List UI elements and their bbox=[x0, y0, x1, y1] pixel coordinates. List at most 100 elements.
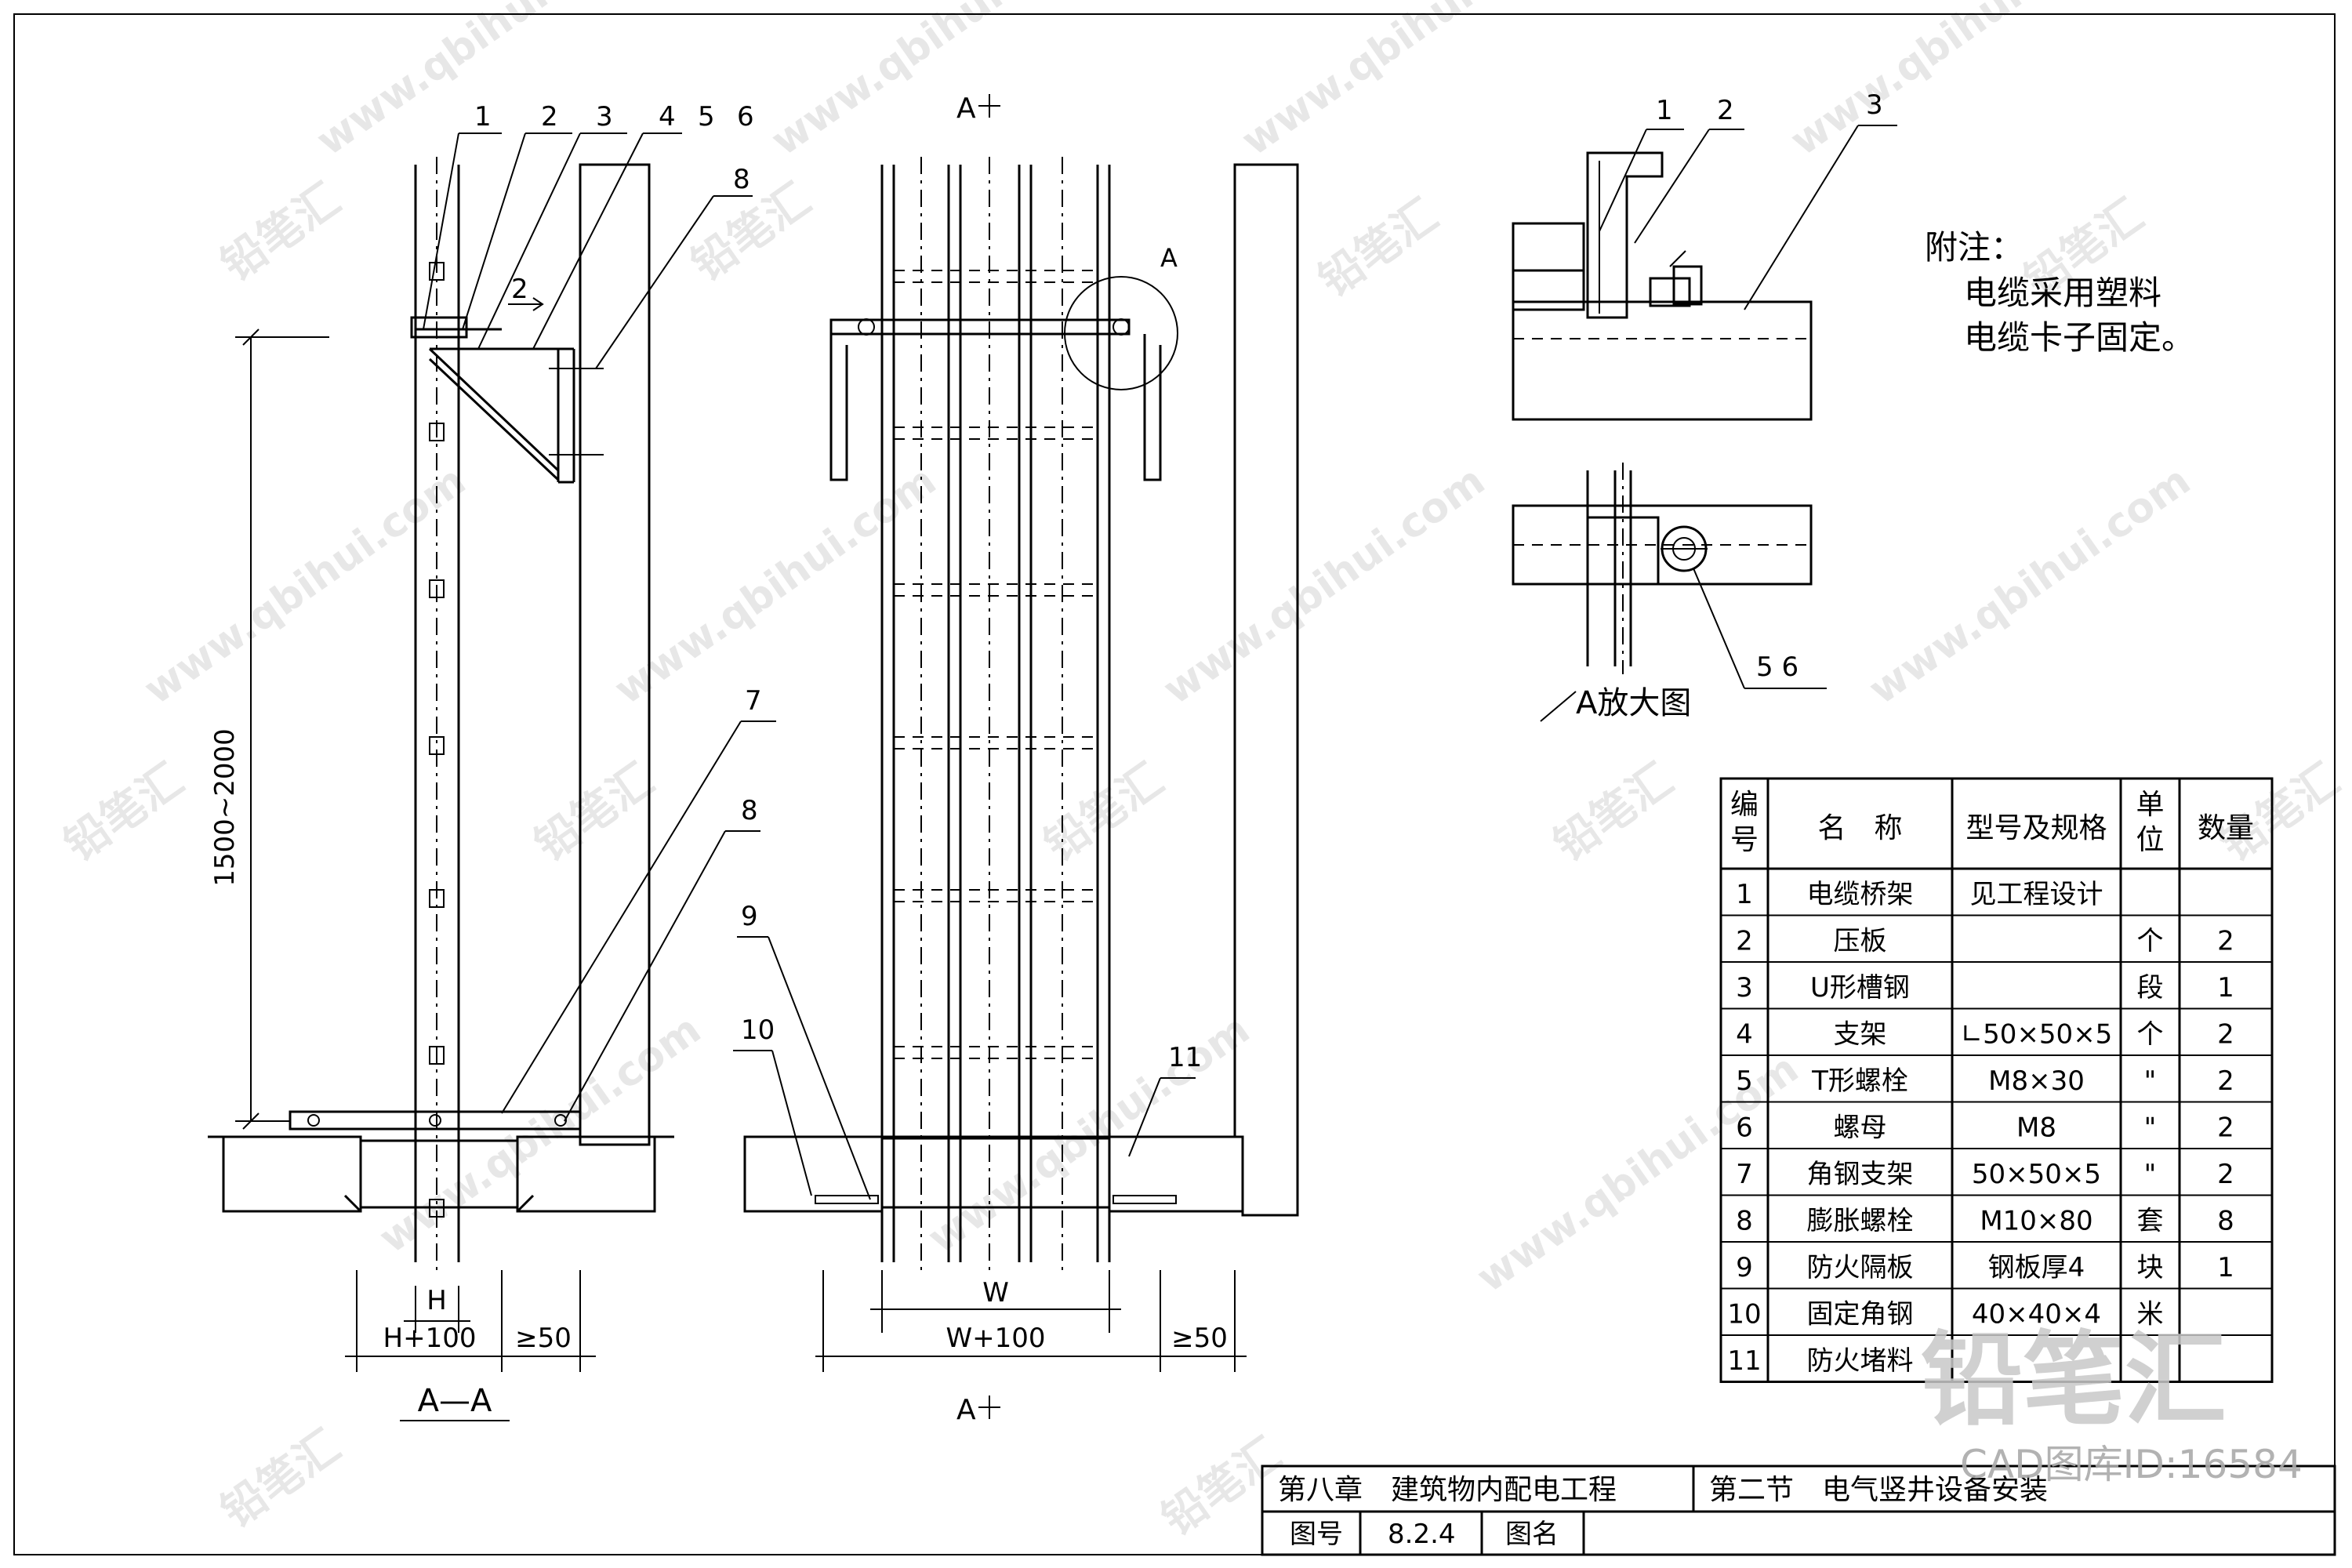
table-cell: 米 bbox=[2137, 1299, 2164, 1330]
table-cell: 3 bbox=[1736, 972, 1753, 1004]
title-block: 第八章 建筑物内配电工程 第二节 电气竖井设备安装 图号 8.2.4 图名 bbox=[1261, 1465, 2336, 1556]
title-drawing-name-label: 图名 bbox=[1505, 1519, 1559, 1550]
table-cell: 6 bbox=[1736, 1112, 1753, 1144]
dim-height: 1500~2000 bbox=[209, 728, 241, 887]
table-cell: 11 bbox=[1727, 1345, 1761, 1377]
detail-callout-2: 2 bbox=[1717, 95, 1734, 126]
svg-text:www.qbihui.com: www.qbihui.com bbox=[136, 457, 474, 713]
callout-11: 11 bbox=[1168, 1042, 1202, 1073]
table-cell: 套 bbox=[2137, 1206, 2164, 1237]
table-cell: 防火堵料 bbox=[1807, 1345, 1914, 1377]
table-cell: 固定角钢 bbox=[1807, 1299, 1914, 1330]
table-cell: 9 bbox=[1736, 1252, 1753, 1283]
section-aa-callouts: 1 2 3 4 5 6 8 7 8 10 2 bbox=[423, 101, 812, 1196]
table-cell: 块 bbox=[2137, 1252, 2164, 1283]
callout-1: 1 bbox=[474, 101, 492, 132]
table-cell: 电缆桥架 bbox=[1807, 879, 1914, 910]
tray-clips bbox=[429, 262, 445, 1218]
callout-5: 5 bbox=[698, 101, 715, 132]
callout-8: 8 bbox=[741, 795, 758, 826]
table-cell: " bbox=[2144, 1065, 2157, 1097]
table-cell: 角钢支架 bbox=[1807, 1159, 1914, 1190]
callout-9: 9 bbox=[741, 901, 758, 932]
table-header: 号 bbox=[1730, 824, 1759, 856]
table-header: 单 bbox=[2136, 789, 2164, 821]
table-cell: M10×80 bbox=[1980, 1206, 2092, 1237]
table-cell: 2 bbox=[2217, 1159, 2234, 1190]
watermark-logo: 铅笔汇 bbox=[1921, 1320, 2227, 1439]
table-cell: 1 bbox=[2217, 1252, 2234, 1283]
table-header-full: 编号 bbox=[1744, 777, 1746, 779]
top-brackets: A bbox=[829, 243, 1178, 481]
dim-h100: H+100 bbox=[383, 1323, 477, 1354]
table-cell: U形槽钢 bbox=[1810, 972, 1910, 1004]
table-cell: M8×30 bbox=[1988, 1065, 2085, 1097]
table-cell: 支架 bbox=[1834, 1019, 1887, 1051]
fire-plug-left bbox=[359, 1139, 519, 1209]
svg-text:铅笔汇: 铅笔汇 bbox=[1153, 1428, 1290, 1546]
elevation-view: A A bbox=[737, 93, 1299, 1426]
table-header: 位 bbox=[2136, 824, 2164, 856]
table-header: 编 bbox=[1730, 789, 1759, 821]
callout-2: 2 bbox=[541, 101, 558, 132]
table-header: 数量 bbox=[2198, 812, 2254, 844]
callout-10: 10 bbox=[741, 1014, 775, 1046]
callout-6: 6 bbox=[737, 101, 754, 132]
dim-w: W bbox=[982, 1277, 1009, 1308]
table-cell: 个 bbox=[2137, 926, 2164, 957]
svg-text:www.qbihui.com: www.qbihui.com bbox=[1468, 1045, 1807, 1301]
detail-title: A放大图 bbox=[1576, 685, 1691, 721]
section-mark-top: A bbox=[956, 93, 976, 125]
svg-text:www.qbihui.com: www.qbihui.com bbox=[308, 0, 647, 165]
title-drawing-no-label: 图号 bbox=[1290, 1519, 1343, 1550]
detail-circle bbox=[1064, 276, 1178, 390]
table-cell: 2 bbox=[2217, 1019, 2234, 1051]
dim-w100: W+100 bbox=[946, 1323, 1045, 1354]
table-cell: 10 bbox=[1727, 1299, 1761, 1330]
svg-text:www.qbihui.com: www.qbihui.com bbox=[1233, 0, 1572, 165]
table-cell: 5 bbox=[1736, 1065, 1753, 1097]
svg-text:www.qbihui.com: www.qbihui.com bbox=[1782, 0, 2121, 165]
detail-callout-3: 3 bbox=[1866, 89, 1883, 121]
table-cell: 2 bbox=[2217, 1065, 2234, 1097]
note-line-1: 电缆采用塑料 bbox=[1964, 274, 2161, 312]
svg-text:www.qbihui.com: www.qbihui.com bbox=[1860, 457, 2199, 713]
callout-7: 7 bbox=[745, 685, 762, 717]
table-cell: 1 bbox=[1736, 879, 1753, 910]
svg-text:铅笔汇: 铅笔汇 bbox=[212, 174, 350, 292]
floor-slab-mid-left bbox=[743, 1135, 884, 1213]
note-heading: 附注： bbox=[1925, 228, 2024, 267]
table-header-full: 单位 bbox=[2151, 777, 2152, 779]
table-cell: 见工程设计 bbox=[1970, 879, 2103, 910]
table-cell: M8 bbox=[2016, 1112, 2056, 1144]
title-chapter: 第八章 建筑物内配电工程 bbox=[1278, 1474, 1617, 1506]
tray-rungs bbox=[894, 270, 1098, 1059]
dim-gap-mid: ≥50 bbox=[1171, 1323, 1228, 1354]
table-cell: T形螺栓 bbox=[1811, 1065, 1908, 1097]
title-drawing-no: 8.2.4 bbox=[1388, 1519, 1456, 1550]
detail-a-view: 1 2 3 5 6 A放大图 bbox=[1512, 89, 1897, 722]
table-cell: 8 bbox=[1736, 1206, 1753, 1237]
svg-text:www.qbihui.com: www.qbihui.com bbox=[763, 0, 1102, 165]
table-cell: 钢板厚4 bbox=[1988, 1252, 2085, 1283]
watermark-id: CAD图库ID:16584 bbox=[1960, 1442, 2303, 1487]
table-cell: 1 bbox=[2217, 972, 2234, 1004]
note-line-2: 电缆卡子固定。 bbox=[1964, 318, 2194, 357]
table-cell: 2 bbox=[2217, 1112, 2234, 1144]
callout-4: 4 bbox=[659, 101, 676, 132]
table-cell: 段 bbox=[2137, 972, 2164, 1004]
svg-text:铅笔汇: 铅笔汇 bbox=[1545, 754, 1682, 872]
table-cell: 压板 bbox=[1834, 926, 1887, 957]
section-aa-view: 1500~2000 H H+100 ≥50 A—A 1 2 3 4 5 6 bbox=[208, 101, 812, 1421]
svg-text:www.qbihui.com: www.qbihui.com bbox=[371, 1006, 710, 1262]
table-cell: 8 bbox=[2217, 1206, 2234, 1237]
upper-bracket bbox=[410, 316, 604, 484]
table-header: 型号及规格 bbox=[1965, 812, 2107, 844]
callout-8-top: 8 bbox=[733, 164, 750, 195]
section-mark-bottom: A bbox=[956, 1394, 976, 1426]
sheet-border bbox=[13, 13, 2336, 1555]
svg-text:铅笔汇: 铅笔汇 bbox=[1036, 754, 1173, 872]
arrow-label-2: 2 bbox=[511, 274, 528, 305]
